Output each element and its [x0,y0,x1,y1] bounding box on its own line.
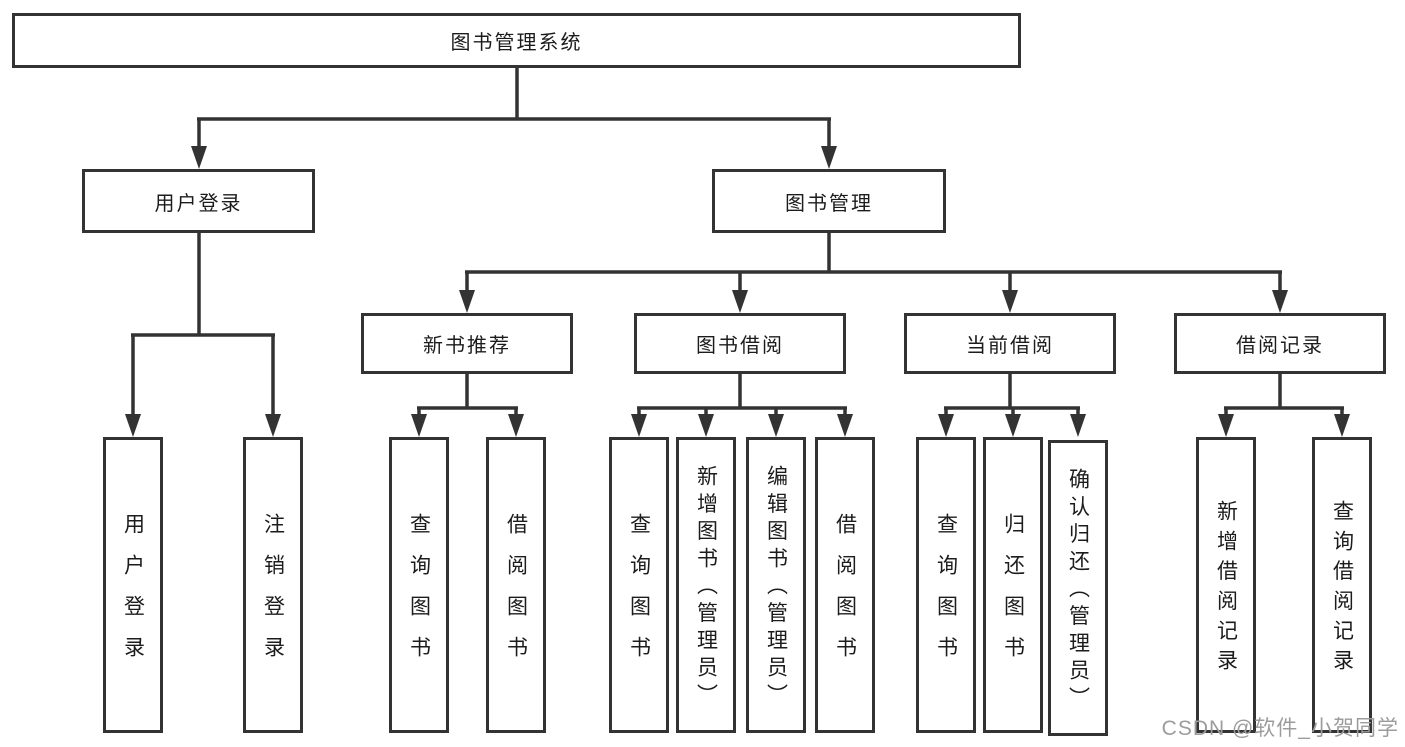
leaf-current-return-book: 归还图书 [983,437,1043,733]
leaf-current-query-book: 查询图书 [916,437,976,733]
node-book-borrow: 图书借阅 [634,313,846,374]
leaf-borrow-query-book-label: 查询图书 [627,513,651,677]
node-book-management-label: 图书管理 [785,192,873,215]
leaf-borrow-edit-book-admin: 编辑图书（管理员） [746,437,806,733]
node-borrow-records: 借阅记录 [1174,313,1386,374]
node-user-login: 用户登录 [82,169,315,233]
leaf-current-return-book-label: 归还图书 [1001,513,1025,677]
leaf-records-add-record-label: 新增借阅记录 [1214,499,1238,679]
leaf-recommend-query-book-label: 查询图书 [407,513,431,677]
leaf-logout: 注销登录 [243,437,303,733]
leaf-borrow-borrow-book: 借阅图书 [815,437,875,733]
leaf-records-query-record: 查询借阅记录 [1312,437,1372,733]
node-user-login-label: 用户登录 [154,192,243,215]
leaf-recommend-borrow-book: 借阅图书 [486,437,546,733]
leaf-records-query-record-label: 查询借阅记录 [1330,499,1354,679]
node-book-management: 图书管理 [712,169,946,233]
leaf-recommend-query-book: 查询图书 [389,437,449,733]
leaf-records-add-record: 新增借阅记录 [1196,437,1256,733]
leaf-borrow-edit-book-admin-label: 编辑图书（管理员） [764,465,788,711]
node-current-borrow: 当前借阅 [904,313,1116,374]
leaf-user-login: 用户登录 [103,437,163,733]
watermark-text: CSDN @软件_小贺同学 [1161,717,1399,740]
leaf-borrow-query-book: 查询图书 [609,437,669,733]
leaf-recommend-borrow-book-label: 借阅图书 [504,513,528,677]
node-root-label: 图书管理系统 [450,32,583,54]
leaf-borrow-add-book-admin: 新增图书（管理员） [676,437,736,733]
leaf-current-confirm-return-admin-label: 确认归还（管理员） [1066,468,1090,714]
node-root: 图书管理系统 [12,13,1021,68]
leaf-borrow-borrow-book-label: 借阅图书 [833,513,857,677]
node-book-borrow-label: 图书借阅 [696,335,784,357]
node-borrow-records-label: 借阅记录 [1236,335,1324,357]
leaf-current-query-book-label: 查询图书 [934,513,958,677]
node-new-book-recommend: 新书推荐 [361,313,573,374]
leaf-logout-label: 注销登录 [261,513,285,677]
leaf-current-confirm-return-admin: 确认归还（管理员） [1048,440,1108,736]
node-current-borrow-label: 当前借阅 [966,335,1054,357]
leaf-borrow-add-book-admin-label: 新增图书（管理员） [694,465,718,711]
leaf-user-login-label: 用户登录 [121,513,145,677]
node-new-book-recommend-label: 新书推荐 [423,335,511,357]
